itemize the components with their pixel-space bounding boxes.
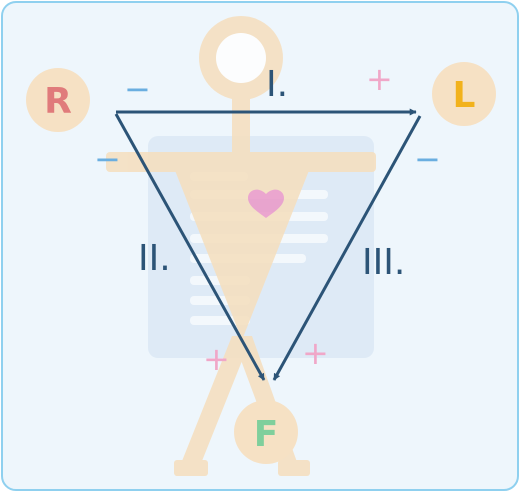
figure-neck [232,96,250,156]
figure-face [216,33,266,83]
electrode-foot-label: F [254,414,279,455]
lead-2-positive-sign: + [203,340,230,378]
electrode-right-arm-label: R [44,81,72,122]
electrode-right-arm: R [26,68,90,132]
figure-torso [174,168,310,340]
electrode-foot: F [234,400,298,464]
lead-3-arrow [272,115,422,381]
lead-3-negative-sign: − [414,140,441,178]
lead-1-positive-sign: + [366,60,393,98]
figure-left-leg [176,336,252,476]
electrode-left-arm: L [432,62,496,126]
lead-2-negative-sign: − [94,140,121,178]
lead-1-label: I. [266,64,288,105]
lead-1-negative-sign: − [124,70,151,108]
electrode-left-arm-label: L [453,75,476,116]
lead-3-label: III. [362,242,405,283]
lead-2-label: II. [138,238,171,279]
heart-icon [248,189,284,218]
lead-3-positive-sign: + [302,334,329,372]
figure-arms [106,152,376,172]
figure-left-foot [174,460,208,476]
lead-2-arrow [114,113,266,381]
figure-right-foot [278,460,310,476]
human-figure [106,16,376,476]
